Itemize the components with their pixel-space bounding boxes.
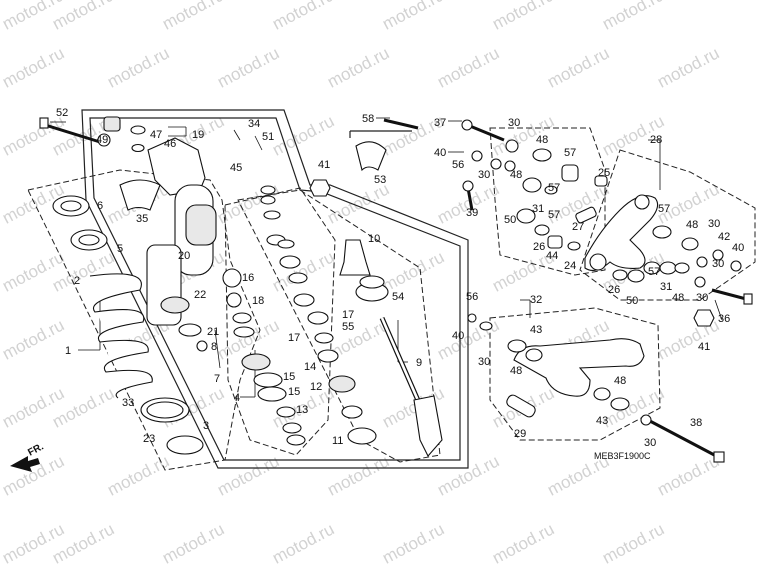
- callout-30-a: 30: [508, 117, 520, 129]
- callout-33: 33: [122, 397, 134, 409]
- callout-15-b: 15: [288, 386, 300, 398]
- callout-6: 6: [97, 200, 103, 212]
- callout-4: 4: [234, 392, 240, 404]
- callout-55: 55: [342, 321, 354, 333]
- callout-19: 19: [192, 129, 204, 141]
- callout-52: 52: [56, 107, 68, 119]
- callout-30-e: 30: [696, 292, 708, 304]
- callout-56-b: 56: [466, 291, 478, 303]
- callout-7: 7: [214, 373, 220, 385]
- callout-2: 2: [74, 275, 80, 287]
- callout-16: 16: [242, 272, 254, 284]
- callout-8: 8: [211, 341, 217, 353]
- callout-18: 18: [252, 295, 264, 307]
- callout-42: 42: [718, 231, 730, 243]
- callout-51: 51: [262, 131, 274, 143]
- callout-43-a: 43: [530, 324, 542, 336]
- callout-57-a: 57: [564, 147, 576, 159]
- leader-lines: [50, 117, 723, 398]
- callout-24: 24: [564, 260, 576, 272]
- callout-53: 53: [374, 174, 386, 186]
- callout-40-b: 40: [732, 242, 744, 254]
- callout-57-c: 57: [548, 209, 560, 221]
- callout-23: 23: [143, 433, 155, 445]
- callout-35: 35: [136, 213, 148, 225]
- callout-30-g: 30: [644, 437, 656, 449]
- callout-57-b: 57: [548, 182, 560, 194]
- callout-56-a: 56: [452, 159, 464, 171]
- callout-1: 1: [65, 345, 71, 357]
- callout-50-a: 50: [504, 214, 516, 226]
- callout-37: 37: [434, 117, 446, 129]
- callout-28: 28: [650, 134, 662, 146]
- callout-32: 32: [530, 294, 542, 306]
- callout-26-a: 26: [533, 241, 545, 253]
- callout-5: 5: [117, 243, 123, 255]
- callout-57-d: 57: [658, 203, 670, 215]
- callout-44: 44: [546, 250, 558, 262]
- callout-20: 20: [178, 250, 190, 262]
- callout-12: 12: [310, 381, 322, 393]
- callout-43-b: 43: [596, 415, 608, 427]
- callout-39: 39: [466, 207, 478, 219]
- callout-10: 10: [368, 233, 380, 245]
- callout-45: 45: [230, 162, 242, 174]
- callout-49: 49: [96, 134, 108, 146]
- callout-57-d2: 57: [648, 266, 660, 278]
- callout-34: 34: [248, 118, 260, 130]
- callout-3: 3: [203, 420, 209, 432]
- callout-22: 22: [194, 289, 206, 301]
- callout-54: 54: [392, 291, 404, 303]
- direction-label-front: FR.: [26, 441, 46, 458]
- diagram-code: MEB3F1900C: [594, 451, 651, 461]
- callout-48-e: 48: [510, 365, 522, 377]
- callout-labels: 52 49 47 46 19 34 51 45 41 58 53 6 35 5 …: [26, 107, 744, 461]
- callout-48-b: 48: [510, 169, 522, 181]
- callout-15-a: 15: [283, 371, 295, 383]
- callout-13: 13: [296, 404, 308, 416]
- callout-46: 46: [164, 138, 176, 150]
- callout-17-a: 17: [342, 309, 354, 321]
- callout-48-c: 48: [686, 219, 698, 231]
- callout-27: 27: [572, 221, 584, 233]
- callout-14: 14: [304, 361, 316, 373]
- callout-48-f: 48: [614, 375, 626, 387]
- callout-47: 47: [150, 129, 162, 141]
- callout-29: 29: [514, 428, 526, 440]
- callout-50-b: 50: [626, 295, 638, 307]
- callout-31-b: 31: [660, 281, 672, 293]
- callout-25: 25: [598, 167, 610, 179]
- part-drawings: [10, 116, 753, 472]
- callout-31-a: 31: [532, 203, 544, 215]
- callout-40-a: 40: [434, 147, 446, 159]
- callout-17-b: 17: [288, 332, 300, 344]
- callout-48-d: 48: [672, 292, 684, 304]
- callout-30-b: 30: [478, 169, 490, 181]
- callout-58: 58: [362, 113, 374, 125]
- callout-36: 36: [718, 313, 730, 325]
- callout-9: 9: [416, 357, 422, 369]
- callout-26-b: 26: [608, 284, 620, 296]
- callout-30-f: 30: [478, 356, 490, 368]
- callout-41-b: 41: [698, 341, 710, 353]
- callout-30-c: 30: [708, 218, 720, 230]
- callout-40-c: 40: [452, 330, 464, 342]
- callout-30-d: 30: [712, 258, 724, 270]
- callout-11: 11: [332, 435, 343, 447]
- callout-41-top: 41: [318, 159, 330, 171]
- callout-21: 21: [207, 326, 219, 338]
- callout-38: 38: [690, 417, 702, 429]
- callout-48-a: 48: [536, 134, 548, 146]
